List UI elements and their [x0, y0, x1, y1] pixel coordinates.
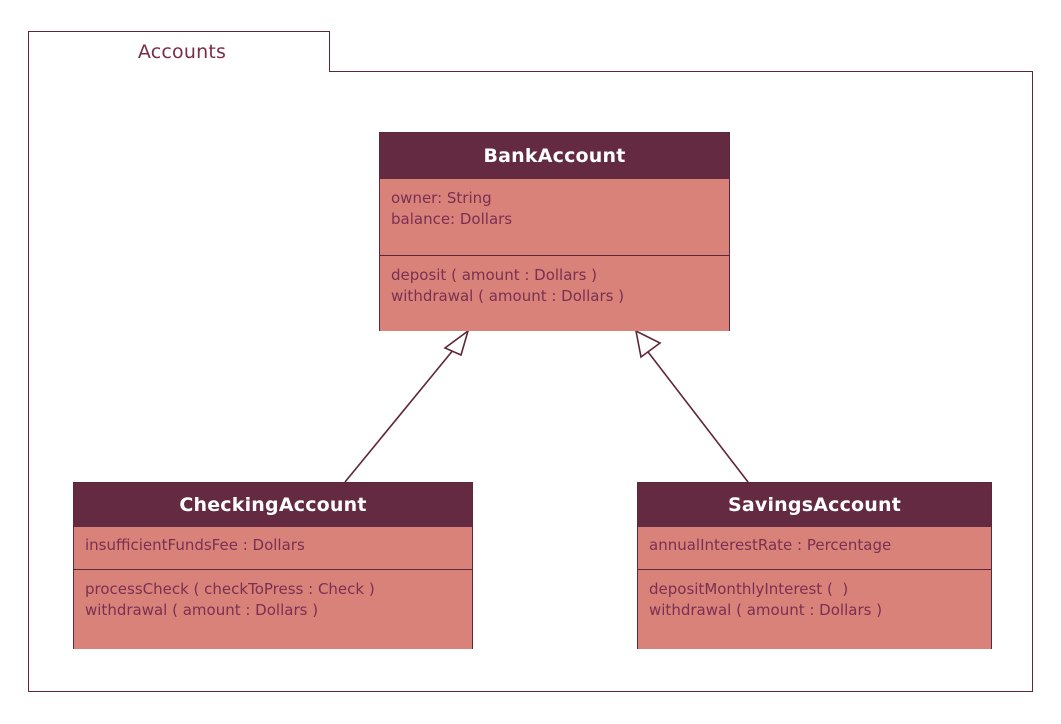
attributes-compartment-bankaccount: owner: String balance: Dollars — [380, 179, 729, 255]
attribute-row: owner: String — [391, 189, 492, 207]
operations-compartment-bankaccount: deposit ( amount : Dollars ) withdrawal … — [380, 255, 729, 331]
class-name-bankaccount: BankAccount — [380, 133, 729, 179]
attribute-row: annualInterestRate : Percentage — [649, 536, 892, 554]
operation-row: withdrawal ( amount : Dollars ) — [85, 601, 319, 619]
package-tab-seam-mask — [30, 69, 328, 73]
package-name-label: Accounts — [137, 41, 227, 63]
attributes-compartment-savingsaccount: annualInterestRate : Percentage — [638, 527, 991, 569]
attribute-row: balance: Dollars — [391, 210, 513, 228]
operation-row: withdrawal ( amount : Dollars ) — [649, 601, 883, 619]
operation-row: processCheck ( checkToPress : Check ) — [85, 580, 375, 598]
class-name-checkingaccount: CheckingAccount — [74, 483, 472, 527]
uml-class-bankaccount[interactable]: BankAccount owner: String balance: Dolla… — [379, 132, 730, 331]
operation-row: deposit ( amount : Dollars ) — [391, 266, 598, 284]
operation-row: withdrawal ( amount : Dollars ) — [391, 287, 625, 305]
uml-class-savingsaccount[interactable]: SavingsAccount annualInterestRate : Perc… — [637, 482, 992, 649]
class-name-savingsaccount: SavingsAccount — [638, 483, 991, 527]
operations-compartment-checkingaccount: processCheck ( checkToPress : Check ) wi… — [74, 569, 472, 649]
uml-class-checkingaccount[interactable]: CheckingAccount insufficientFundsFee : D… — [73, 482, 473, 649]
package-frame-tab[interactable]: Accounts — [28, 31, 330, 72]
attributes-compartment-checkingaccount: insufficientFundsFee : Dollars — [74, 527, 472, 569]
operation-row: depositMonthlyInterest ( ) — [649, 580, 849, 598]
operations-compartment-savingsaccount: depositMonthlyInterest ( ) withdrawal ( … — [638, 569, 991, 649]
attribute-row: insufficientFundsFee : Dollars — [85, 536, 305, 554]
